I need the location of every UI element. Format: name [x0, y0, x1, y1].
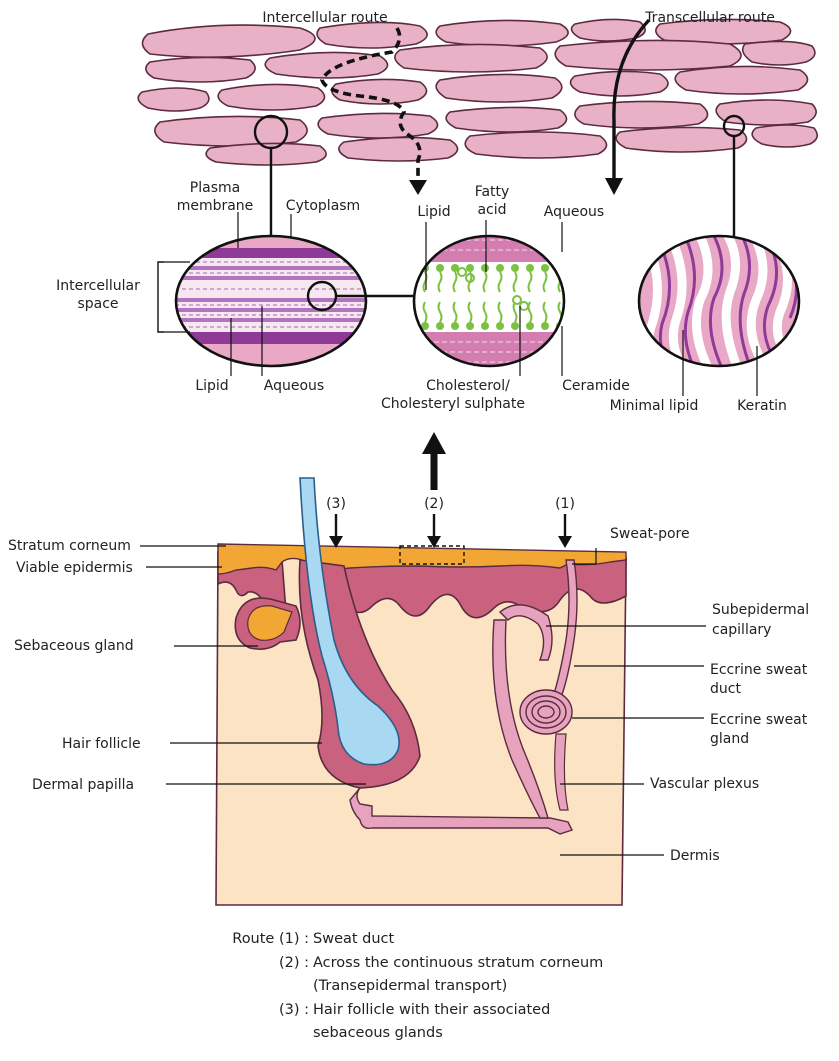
plasma-membrane-label-2: membrane — [177, 198, 254, 214]
hair-follicle-label: Hair follicle — [62, 736, 141, 752]
routes-legend: Route (1) : Sweat duct (2) : Across the … — [212, 928, 772, 1046]
legend-route-2-text-2: (Transepidermal transport) — [313, 975, 507, 999]
route-2-label: (2) — [424, 496, 444, 512]
plasma-membrane-label-1: Plasma — [190, 180, 240, 196]
aqueous-label-mid: Aqueous — [544, 204, 604, 220]
keratin-label: Keratin — [737, 398, 787, 414]
fatty-acid-label-1: Fatty — [475, 184, 510, 200]
keratin-ellipse — [635, 230, 805, 380]
legend-row-route-3-cont: sebaceous glands — [212, 1022, 772, 1046]
legend-route-3-text-2: sebaceous glands — [313, 1022, 443, 1046]
legend-route-3-text-1: Hair follicle with their associated — [313, 999, 550, 1023]
legend-route-1-text: Sweat duct — [313, 928, 394, 952]
legend-route-1-prefix: Route (1) : — [212, 928, 309, 952]
transepidermal-up-arrowhead — [422, 432, 446, 454]
ceramide-label: Ceramide — [562, 378, 630, 394]
legend-row-route-1: Route (1) : Sweat duct — [212, 928, 772, 952]
route-1-arrowhead — [558, 536, 572, 548]
dermis-label: Dermis — [670, 848, 720, 864]
route-3-label: (3) — [326, 496, 346, 512]
eccrine-gland-label-1: Eccrine sweat — [710, 712, 808, 728]
corneocyte-band — [138, 19, 817, 165]
transcellular-route-label: Transcellular route — [644, 10, 775, 26]
intercellular-arrowhead — [409, 180, 427, 195]
minimal-lipid-label: Minimal lipid — [610, 398, 699, 414]
sebaceous-gland-label: Sebaceous gland — [14, 638, 134, 654]
cytoplasm-label: Cytoplasm — [286, 198, 360, 214]
intercellular-route-label: Intercellular route — [262, 10, 387, 26]
legend-row-route-2: (2) : Across the continuous stratum corn… — [212, 952, 772, 976]
eccrine-gland-label-2: gland — [710, 731, 749, 747]
eccrine-duct-label-1: Eccrine sweat — [710, 662, 808, 678]
sweat-pore-label: Sweat-pore — [610, 526, 690, 542]
subepidermal-capillary-label-2: capillary — [712, 622, 771, 638]
legend-row-route-2-cont: (Transepidermal transport) — [212, 975, 772, 999]
legend-row-route-3: (3) : Hair follicle with their associate… — [212, 999, 772, 1023]
legend-route-2-text-1: Across the continuous stratum corneum — [313, 952, 603, 976]
fatty-acid-label-2: acid — [477, 202, 506, 218]
intercellular-space-label-1: Intercellular — [56, 278, 140, 294]
legend-route-3-prefix: (3) : — [212, 999, 309, 1023]
dermal-papilla-label: Dermal papilla — [32, 777, 134, 793]
lipid-label-left: Lipid — [195, 378, 228, 394]
cholesterol-label-1: Cholesterol/ — [426, 378, 510, 394]
eccrine-duct-label-2: duct — [710, 681, 741, 697]
transcellular-arrowhead — [605, 178, 623, 195]
legend-route-2-prefix: (2) : — [212, 952, 309, 976]
route-1-label: (1) — [555, 496, 575, 512]
intercellular-detail-ellipse — [170, 230, 375, 380]
stratum-corneum-label: Stratum corneum — [8, 538, 131, 554]
cholesterol-label-2: Cholesteryl sulphate — [381, 396, 525, 412]
aqueous-label-left: Aqueous — [264, 378, 324, 394]
subepidermal-capillary-label-1: Subepidermal — [712, 602, 809, 618]
lipid-label-mid: Lipid — [417, 204, 450, 220]
vascular-plexus-label: Vascular plexus — [650, 776, 759, 792]
viable-epidermis-label: Viable epidermis — [16, 560, 133, 576]
intercellular-space-label-2: space — [77, 296, 118, 312]
lipid-bilayer-ellipse — [410, 230, 570, 380]
